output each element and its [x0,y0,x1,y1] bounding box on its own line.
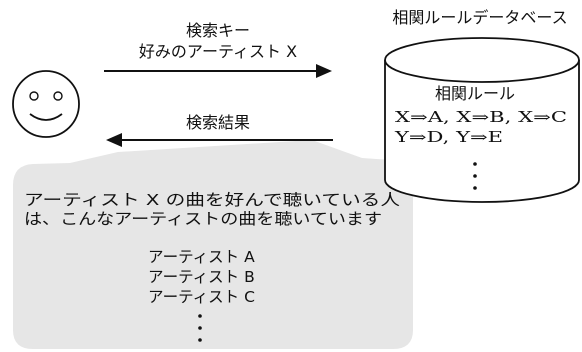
rules-heading: 相関ルール [435,84,515,103]
artist-list-item: アーティスト C [148,288,255,306]
query-label-line1: 検索キー [186,21,250,40]
arrow-left-icon [106,133,333,147]
speech-bubble [13,140,413,349]
arrow-right-icon [104,64,332,78]
result-label: 検索結果 [186,113,250,132]
artist-list-item: アーティスト A [148,248,255,266]
cylinder-database-icon [384,37,580,203]
bubble-text-line2: は、こんなアーティストの曲を聴いています [24,210,382,228]
ellipsis-dots [198,314,202,342]
artist-list-item: アーティスト B [148,268,255,286]
smiley-face-icon [12,70,80,138]
bubble-text-line1: アーティスト X の曲を好んで聴いている人 [24,191,400,209]
database-title: 相関ルールデータベース [392,8,567,27]
query-label-line2: 好みのアーティスト X [139,42,297,61]
rules-line-1: X⇒A, X⇒B, X⇒C [395,110,567,126]
rules-line-2: Y⇒D, Y⇒E [394,130,503,146]
